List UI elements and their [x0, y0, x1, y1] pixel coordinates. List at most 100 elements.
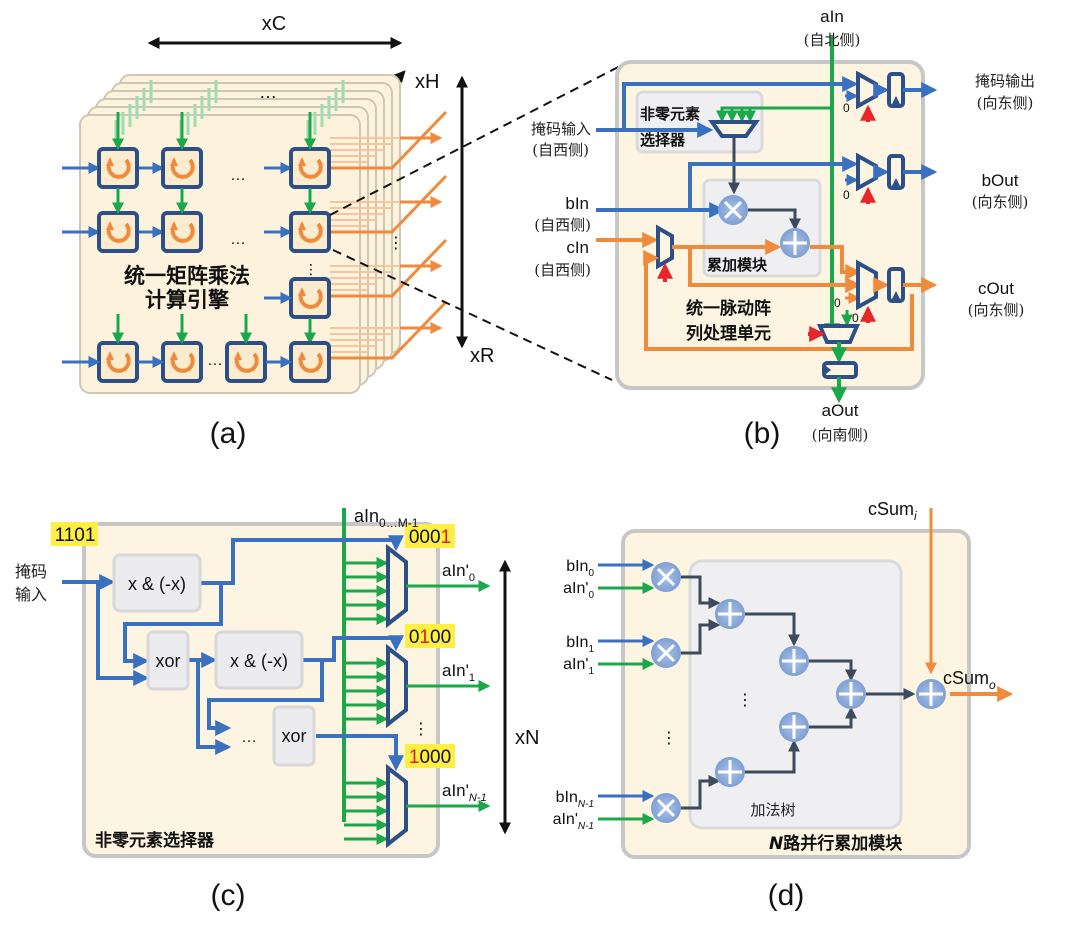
cycle-arrowhead	[106, 351, 114, 360]
processing-element	[289, 277, 331, 319]
mask-out-label: 掩码输出	[975, 72, 1035, 90]
select-output-label: aIn'N-1	[442, 781, 487, 804]
b-out-side-label: (向东侧)	[972, 193, 1029, 211]
c-out-label: cOut	[978, 279, 1014, 298]
cycle-icon	[170, 222, 195, 243]
processing-element	[161, 147, 203, 189]
processing-element	[97, 341, 139, 383]
xor-label-1: xor	[281, 726, 306, 746]
mask-value-highlight	[51, 522, 98, 546]
cycle-icon	[298, 158, 323, 179]
onehot-value: 1000	[409, 747, 451, 768]
mask-out-side-label: (向东侧)	[977, 94, 1034, 112]
a-out-label: aOut	[822, 401, 859, 420]
mask-in-label: 掩码输入	[531, 120, 591, 138]
onehot-highlight	[405, 524, 455, 548]
xor-label-0: xor	[155, 651, 180, 671]
b-input-label: bInN-1	[556, 789, 594, 810]
cycle-icon	[106, 158, 131, 179]
accumulator-label: 累加模块	[707, 256, 768, 274]
iso1-to-next-wire	[207, 660, 324, 736]
caption-d: (d)	[768, 879, 805, 912]
isolate-lowest-bit-label-1: x & (-x)	[230, 651, 288, 671]
a-in-side-label: (自北侧)	[804, 31, 861, 49]
tree-wire	[745, 739, 800, 774]
bus-taps	[344, 557, 389, 845]
b-input-label: bIn0	[566, 558, 594, 579]
b-in-side-label: (自西侧)	[534, 216, 591, 234]
c-in-mux	[656, 224, 674, 270]
selector-mux	[708, 120, 760, 138]
mask-in-label-line1: 掩码	[15, 562, 47, 581]
processing-element	[97, 147, 139, 189]
a-out-mux	[816, 324, 861, 344]
zero-label-a: 0	[852, 311, 859, 325]
cycle-icon	[298, 352, 323, 373]
fan-outline	[330, 174, 448, 234]
selector-label-line1: 非零元素	[640, 105, 700, 123]
tree-wire	[681, 775, 721, 810]
multiplier	[718, 195, 748, 225]
cycle-arrowhead	[170, 351, 178, 360]
isolate-lowest-bit-label-0: x & (-x)	[128, 574, 186, 594]
pe-unit-label-line1: 统一脉动阵	[686, 298, 771, 319]
onehot-highlight	[405, 624, 455, 648]
select-output-label: aIn'1	[442, 661, 475, 684]
ellipsis-row-2: …	[230, 231, 246, 248]
c-bypass-wire	[688, 247, 862, 293]
mult-to-add-wire	[748, 208, 801, 231]
cycle-arrowhead	[234, 351, 242, 360]
xor-last-to-mux-wire	[316, 734, 404, 772]
caption-b: (b)	[744, 417, 781, 450]
a-input-label: aIn'1	[563, 656, 594, 677]
a-in-bus-label: aIn0…M-1	[354, 506, 419, 530]
zero-label-c: 0	[834, 296, 841, 310]
ellipsis-chain: …	[241, 729, 257, 746]
select-mux	[386, 543, 408, 629]
engine-title-line1: 统一矩阵乘法	[124, 264, 250, 288]
caption-c: (c)	[211, 879, 246, 912]
xor-box-1	[272, 705, 316, 767]
cycle-arrowhead	[170, 221, 178, 230]
tree-wire	[745, 612, 800, 647]
cycle-arrowhead	[170, 157, 178, 166]
mask-to-xor-wire	[96, 582, 150, 686]
cycle-arrowhead	[298, 287, 306, 296]
a-out-side-label: (向南侧)	[812, 426, 869, 444]
clock-icon	[892, 291, 900, 299]
adder-tree-label: 加法树	[750, 801, 795, 819]
processing-element	[289, 211, 331, 253]
tree-wire	[809, 659, 857, 682]
cycle-icon	[106, 222, 131, 243]
cycle-arrowhead	[298, 351, 306, 360]
tree-wire	[809, 706, 857, 729]
processing-element	[289, 341, 331, 383]
select-output-label: aIn'0	[442, 561, 475, 584]
onehot-highlight	[405, 744, 455, 768]
mask-in-side-label: (自西侧)	[532, 141, 589, 159]
cycle-icon	[234, 352, 259, 373]
multiply-icon	[656, 567, 676, 587]
a-input-label: aIn'0	[563, 580, 594, 601]
multiply-icon	[656, 798, 676, 818]
c-out-mux	[856, 259, 878, 311]
cycle-icon	[170, 158, 195, 179]
b-bypass-wire	[688, 156, 859, 210]
partial-sum-outputs	[330, 110, 448, 360]
vdots-fans: ⋮	[388, 235, 404, 252]
tree-wire	[681, 619, 721, 655]
a-in-label: aIn	[820, 7, 844, 26]
vdots-column-last: ⋮	[304, 261, 318, 277]
caption-a: (a)	[210, 417, 247, 450]
mask-bypass-wire	[622, 76, 859, 130]
selector-green-taps	[716, 108, 756, 123]
tree-wire	[681, 575, 721, 609]
clock-icon	[892, 178, 900, 186]
pe-unit-label-line2: 列处理单元	[686, 323, 771, 344]
vdots-inputs: ⋮	[661, 730, 677, 747]
dim-label-depth: xH	[415, 71, 439, 93]
cycle-icon	[170, 352, 195, 373]
